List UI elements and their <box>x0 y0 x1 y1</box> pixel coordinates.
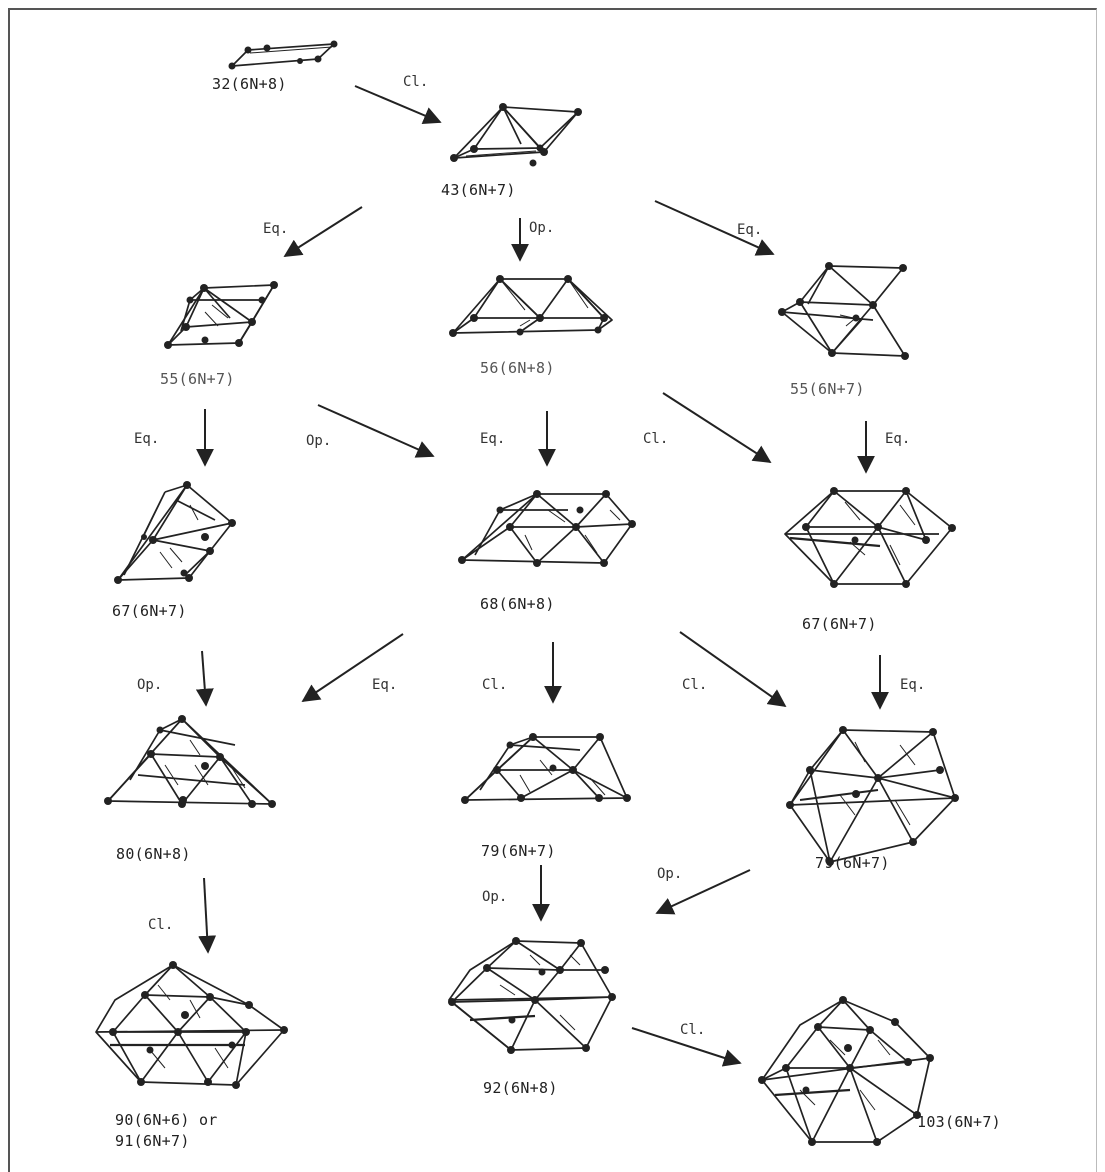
edge-label-68-79a: Cl. <box>482 677 508 693</box>
node-label-32: 32(6N+8) <box>212 75 287 93</box>
edge-label-55a-68: Op. <box>306 433 332 449</box>
cluster-67a-atoms <box>114 481 236 584</box>
cluster-90-polyhedron <box>95 964 285 1086</box>
edge-label-80-90: Cl. <box>148 917 174 933</box>
cluster-55a-atoms <box>164 281 278 349</box>
cluster-55a-polyhedron <box>167 284 275 346</box>
node-label-68: 68(6N+8) <box>480 595 555 613</box>
edge-arrow-67a-80 <box>195 650 214 707</box>
cluster-32-atoms <box>228 40 338 70</box>
node-label-55a: 55(6N+7) <box>160 370 235 388</box>
edge-label-32-43: Cl. <box>403 74 429 90</box>
cluster-67b-atoms <box>802 487 956 588</box>
edge-label-56-68: Eq. <box>480 431 506 447</box>
cluster-43-atoms <box>450 103 582 167</box>
edge-arrow-92-103 <box>631 1027 742 1067</box>
cluster-79a-polyhedron <box>464 736 628 801</box>
node-label-79b: 79(6N+7) <box>815 854 890 872</box>
edge-label-68-80: Eq. <box>372 677 398 693</box>
node-label-43: 43(6N+7) <box>441 181 516 199</box>
edge-label-67b-79b: Eq. <box>900 677 926 693</box>
edge-label-68-79b: Cl. <box>682 677 708 693</box>
edge-arrow-79b-92 <box>655 869 751 915</box>
edge-label-67a-80: Op. <box>137 677 163 693</box>
edge-arrow-43-55b <box>654 200 775 256</box>
node-label-92: 92(6N+8) <box>483 1079 558 1097</box>
cluster-67a-polyhedron <box>117 484 233 581</box>
node-label-55b: 55(6N+7) <box>790 380 865 398</box>
edge-arrow-55a-68 <box>317 404 435 458</box>
edge-label-56-67b: Cl. <box>643 431 669 447</box>
node-label-91: 91(6N+7) <box>115 1132 190 1150</box>
cluster-92-polyhedron <box>448 940 613 1051</box>
node-label-79a: 79(6N+7) <box>481 842 556 860</box>
figure-frame <box>8 8 1097 1172</box>
node-label-67a: 67(6N+7) <box>112 602 187 620</box>
node-label-80: 80(6N+8) <box>116 845 191 863</box>
edge-label-43-55b: Eq. <box>737 222 763 238</box>
cluster-68-polyhedron <box>461 493 633 564</box>
cluster-55b-atoms <box>778 262 909 360</box>
edge-label-55a-67a: Eq. <box>134 431 160 447</box>
cluster-79b-polyhedron <box>789 729 956 863</box>
edge-label-79b-92: Op. <box>657 866 683 882</box>
edge-arrow-68-79b <box>679 631 787 708</box>
cluster-68-atoms <box>458 490 636 567</box>
node-label-56: 56(6N+8) <box>480 359 555 377</box>
cluster-79a-atoms <box>461 733 631 804</box>
cluster-56-polyhedron <box>452 278 613 334</box>
edge-arrow-43-55a <box>283 206 363 257</box>
edge-label-79a-92: Op. <box>482 889 508 905</box>
edge-label-43-55a: Eq. <box>263 221 289 237</box>
edge-arrow-56-67b <box>662 392 772 463</box>
node-label-90: 90(6N+6) or <box>115 1111 218 1129</box>
cluster-103-atoms <box>758 996 934 1146</box>
cluster-90-atoms <box>109 961 288 1089</box>
edge-arrow-80-90 <box>198 877 217 954</box>
node-label-103: 103(6N+7) <box>917 1113 1001 1131</box>
cluster-79b-atoms <box>786 726 959 866</box>
cluster-80-atoms <box>104 715 276 808</box>
edge-arrow-32-43 <box>354 85 442 124</box>
node-label-67b: 67(6N+7) <box>802 615 877 633</box>
cluster-56-atoms <box>449 275 608 337</box>
cluster-55b-polyhedron <box>781 265 906 357</box>
edge-label-55b-67b: Eq. <box>885 431 911 447</box>
cluster-92-atoms <box>448 937 616 1054</box>
edge-label-92-103: Cl. <box>680 1022 706 1038</box>
edge-arrow-68-80 <box>301 633 404 703</box>
cluster-80-polyhedron <box>107 718 273 805</box>
edge-label-43-56: Op. <box>529 220 555 236</box>
